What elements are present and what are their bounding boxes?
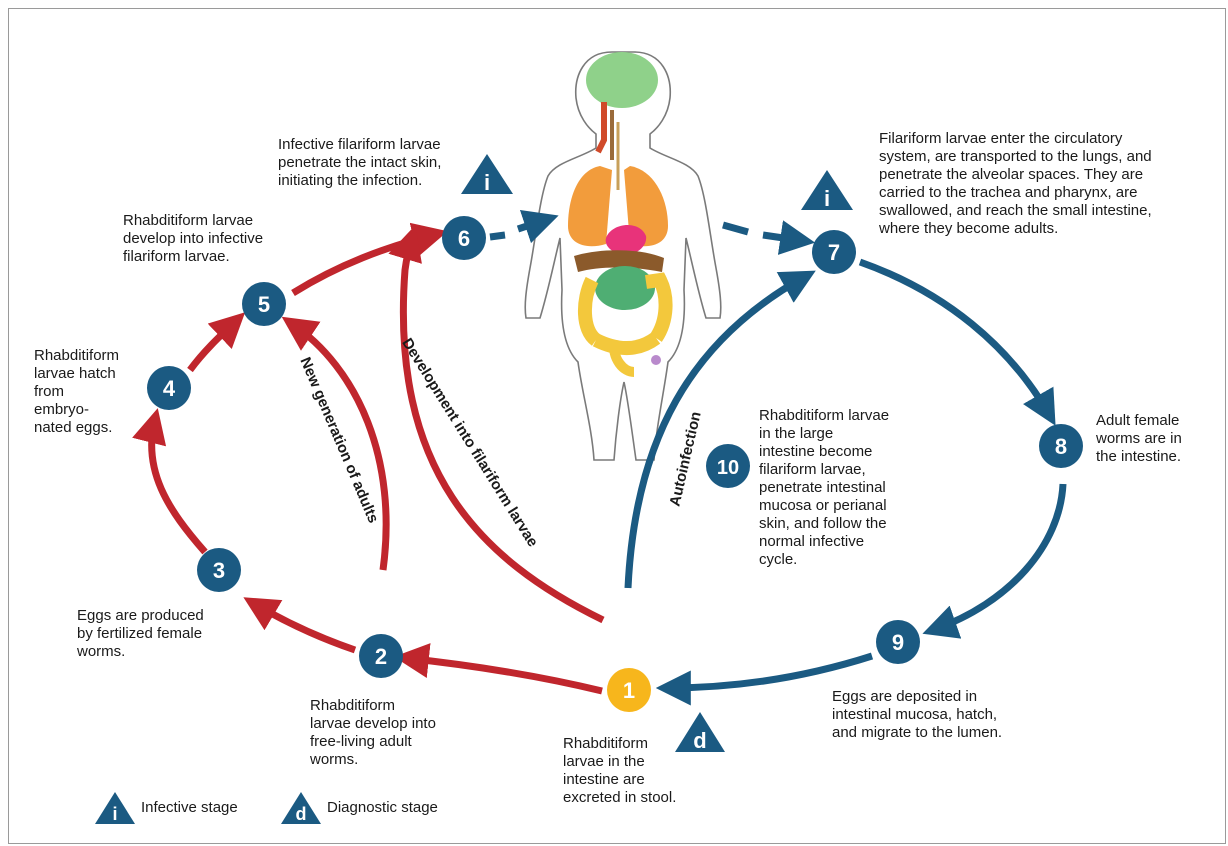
legend-diagnostic-label: Diagnostic stage — [327, 799, 438, 816]
stage-num-6: 6 — [458, 226, 470, 251]
stage-num-10: 10 — [717, 457, 739, 479]
arrow-6-to-body — [490, 235, 505, 237]
stage-num-4: 4 — [163, 376, 176, 401]
stage-1-description: Rhabditiform larvae in the intestine are… — [563, 735, 676, 807]
stage-circle-9: 9 — [876, 620, 920, 664]
arrow-8-to-9 — [933, 484, 1063, 630]
legend-diagnostic-symbol: d — [296, 804, 307, 824]
arrow-7-to-8 — [860, 262, 1050, 416]
infective-symbol-6: i — [484, 170, 490, 195]
stage-circle-3: 3 — [197, 548, 241, 592]
stage-6-description: Infective filariform larvae penetrate th… — [278, 136, 441, 190]
stage-num-5: 5 — [258, 292, 270, 317]
stage-circle-7: 7 — [812, 230, 856, 274]
stage-num-3: 3 — [213, 558, 225, 583]
label-autoinfection: Autoinfection — [666, 410, 704, 508]
stage-4-description: Rhabditiform larvae hatch from embryo- n… — [34, 347, 119, 437]
arrow-9-to-1 — [667, 656, 872, 688]
diagnostic-stage-triangle-icon: d — [281, 792, 321, 824]
stage-circle-8: 8 — [1039, 424, 1083, 468]
stage-7-description: Filariform larvae enter the circulatory … — [879, 130, 1152, 238]
stage-2-description: Rhabditiform larvae develop into free-li… — [310, 697, 436, 769]
stage-circle-6: 6 — [442, 216, 486, 260]
stage-3-description: Eggs are produced by fertilized female w… — [77, 607, 204, 661]
stage-num-9: 9 — [892, 630, 904, 655]
diagnostic-stage-triangle-icon: d — [675, 712, 725, 753]
label-new-generation: New generation of adults — [296, 355, 381, 526]
infective-stage-triangle-icon: i — [801, 170, 853, 211]
infective-stage-triangle-icon: i — [95, 792, 135, 824]
stage-8-description: Adult female worms are in the intestine. — [1096, 412, 1182, 466]
diagnostic-symbol-1: d — [693, 728, 706, 753]
stage-9-description: Eggs are deposited in intestinal mucosa,… — [832, 688, 1002, 742]
legend-infective-label: Infective stage — [141, 799, 238, 816]
stage-circle-5: 5 — [242, 282, 286, 326]
arrow-body-to-7 — [723, 225, 748, 232]
stage-circle-1: 1 — [607, 668, 651, 712]
stage-num-2: 2 — [375, 644, 387, 669]
infective-stage-triangle-icon: i — [461, 154, 513, 195]
stage-circle-10: 10 — [706, 444, 750, 488]
infective-symbol-7: i — [824, 186, 830, 211]
arrow-5-to-6 — [293, 234, 437, 293]
arrow-3-to-4 — [152, 419, 205, 552]
stage-num-7: 7 — [828, 240, 840, 265]
legend: i Infective stage d Diagnostic stage — [95, 792, 438, 824]
human-body-anatomy-icon — [525, 52, 721, 460]
stage-circle-4: 4 — [147, 366, 191, 410]
arrow-4-to-5 — [190, 320, 237, 370]
stage-circle-2: 2 — [359, 634, 403, 678]
stage-10-description: Rhabditiform larvae in the large intesti… — [759, 407, 889, 569]
stage-5-description: Rhabditiform larvae develop into infecti… — [123, 212, 263, 266]
arrow-1-to-2 — [405, 658, 602, 691]
stage-num-1: 1 — [623, 678, 635, 703]
legend-infective-symbol: i — [112, 804, 117, 824]
arrow-2-to-3 — [253, 603, 355, 650]
stage-num-8: 8 — [1055, 434, 1067, 459]
